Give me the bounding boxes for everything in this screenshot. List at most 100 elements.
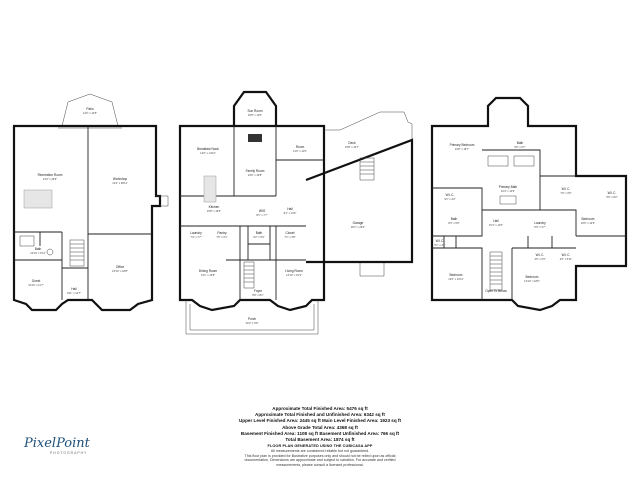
room-dim: 16'4" x 11'9" (501, 189, 515, 193)
room-dim: 10'10" x 11'7" (28, 283, 44, 287)
room-dim: 13'10" x 18'0" (524, 279, 540, 283)
room-dim: 7'6" x 6'1" (216, 235, 227, 239)
main-stairs-icon (243, 261, 255, 289)
pool-table-icon (23, 189, 53, 209)
logo-subtitle: PHOTOGRAPHY (50, 451, 87, 455)
room-label: W.I.C. (436, 239, 445, 243)
room-dim: 7'1" x 4'8" (284, 235, 295, 239)
room-label: Bedroom (526, 275, 539, 279)
room-dim: 5'6" x 8'2" (606, 195, 617, 199)
room-label: Pantry (217, 231, 227, 235)
toilet-icon (46, 248, 54, 256)
fireplace-icon (248, 134, 262, 142)
room-dim: 4'6" x 6'3" (534, 257, 545, 261)
room-label: W.I.C. (562, 253, 571, 257)
room-label: Primary Bedroom (450, 143, 475, 147)
room-dim: 9'0" x 6'7" (514, 145, 525, 149)
room-label: Open To Below (485, 289, 507, 293)
room-label: Room (296, 145, 305, 149)
generated-by: FLOOR PLAN GENERATED USING THE CUBICASA … (267, 444, 373, 449)
room-dim: 15'8" x 10'7" (345, 145, 359, 149)
room-dim: 10'10" x 6'11" (30, 251, 46, 255)
basement-floor-plan: Patio 14'0" x 14'5" Recreation Room 21'0… (12, 93, 169, 312)
main-floor-plan: Sun Room 18'6" x 11'5" Breakfast Nook 14… (178, 90, 414, 335)
disclaimer-line: measurements, please consult a licensed … (276, 462, 364, 467)
room-label: Garage (353, 221, 364, 225)
room-dim: 5'2" x 5'9" (253, 235, 264, 239)
room-label: Hall (287, 207, 293, 211)
room-label: W.I.C. (536, 253, 545, 257)
summary-level-areas: Upper Level Finished Area: 2445 sq ft Ma… (238, 418, 402, 424)
basement-stairs-icon (69, 239, 85, 267)
summary-total-all: Approximate Total Finished and Unfinishe… (255, 412, 385, 418)
room-dim: 18'6" x 11'5" (248, 113, 262, 117)
summary-total-finished: Approximate Total Finished Area: 5476 sq… (272, 406, 368, 411)
disclaimer-line: All measurements are considered reliable… (270, 449, 370, 454)
room-label: Porch (248, 317, 257, 321)
upper-floor-plan: Primary Bedroom 16'8" x 18'7" Bath 9'0" … (430, 96, 628, 312)
room-label: Dining Room (199, 269, 218, 273)
room-label: Bath (35, 247, 42, 251)
logo-text: PixelPoint (23, 436, 91, 451)
room-dim: 7'6" x 6'5" (560, 191, 571, 195)
room-dim: 13'1" x 13'8" (201, 273, 215, 277)
room-dim: 21'0" x 29'9" (43, 177, 57, 181)
room-dim: 13'6" x 13'11" (448, 277, 464, 281)
shower-icon (513, 155, 535, 167)
room-dim: 12'4" x 28'11" (112, 181, 128, 185)
room-dim: 15'10" x 18'8" (112, 269, 128, 273)
room-label: Hall (493, 219, 499, 223)
disclaimer-line: This floor plan is provided for illustra… (244, 453, 396, 458)
room-dim: 8'1" x 7'7" (256, 213, 267, 217)
vanity-icon (499, 195, 517, 205)
deck-stairs-icon (359, 157, 375, 181)
room-label: Bath (256, 231, 263, 235)
room-label: Workshop (113, 177, 128, 181)
room-dim: 15'1" x 11'5" (489, 223, 503, 227)
room-label: Breakfast Nook (197, 147, 219, 151)
room-label: Family Room (246, 169, 265, 173)
room-label: Deck (348, 141, 356, 145)
room-label: Recreation Room (38, 173, 63, 177)
tub-icon (19, 235, 35, 247)
room-label: Kitchen (209, 205, 220, 209)
floor-plans: Patio 14'0" x 14'5" Recreation Room 21'0… (12, 90, 628, 335)
room-dim: 12'10" x 15'3" (286, 273, 302, 277)
upper-stairs-icon (489, 251, 503, 291)
room-label: W.I.C. (562, 187, 571, 191)
room-label: Closet (285, 231, 294, 235)
room-dim: 16'8" x 19'5" (207, 209, 221, 213)
room-dim: 11'6" x 11'5" (293, 149, 307, 153)
room-label: Foyer (254, 289, 263, 293)
room-label: Living Room (285, 269, 303, 273)
room-dim: 16'8" x 18'7" (455, 147, 469, 151)
disclaimer-line: documentation. Dimensions are approximat… (244, 458, 396, 463)
room-label: Bedroom (582, 217, 595, 221)
room-label: Bath (451, 217, 458, 221)
room-dim: 14'0" x 14'10" (200, 151, 216, 155)
room-dim: 30'1" x 29'0" (351, 225, 365, 229)
room-label: Laundry (534, 221, 546, 225)
room-label: WIG (259, 209, 266, 213)
room-label: W.I.C. (608, 191, 617, 195)
room-dim: 4'0" x 5'11" (560, 257, 573, 261)
kitchen-island-icon (203, 175, 217, 203)
room-dim: 5'1" x 4'2" (434, 243, 445, 247)
room-dim: 5'0" x 3'7" (534, 225, 545, 229)
room-dim: 8'9" x 8'1" (252, 293, 263, 297)
tub-icon (487, 155, 509, 167)
room-dim: 24'3" x 9'9" (246, 321, 259, 325)
room-dim: 9'1" x 4'2" (444, 197, 455, 201)
room-dim: 7'4" x 7'7" (190, 235, 201, 239)
room-label: Primary Bath (499, 185, 518, 189)
room-label: Office (116, 265, 124, 269)
room-dim: 8'1" x 14'6" (284, 211, 297, 215)
photographer-logo: PixelPoint PHOTOGRAPHY (23, 436, 91, 455)
room-label: Bedroom (450, 273, 463, 277)
room-dim: 8'4" x 6'9" (448, 221, 459, 225)
room-dim: 16'0" x 12'6" (581, 221, 595, 225)
room-label: Laundry (190, 231, 202, 235)
summary-basement-total: Total Basement Area: 1874 sq ft (285, 437, 355, 443)
area-summary: Approximate Total Finished Area: 5476 sq… (150, 406, 490, 467)
room-label: Bath (517, 141, 524, 145)
